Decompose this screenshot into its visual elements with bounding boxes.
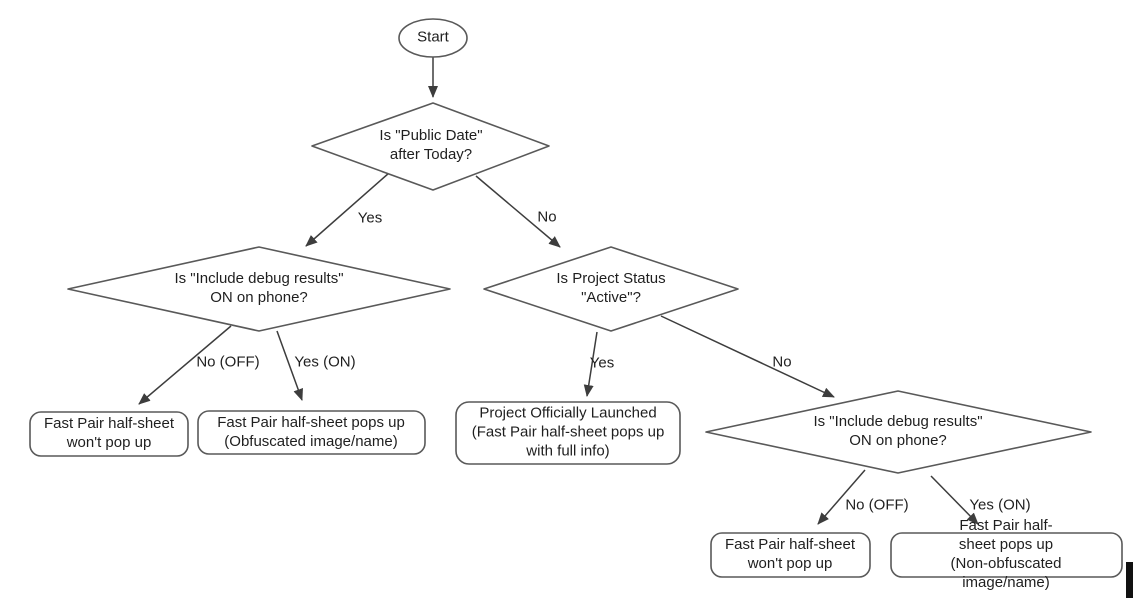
edge-debug-left-yes: [276, 330, 303, 401]
edge-debug-right-no: [817, 469, 866, 525]
outcome-wont-popup-right: [710, 532, 871, 578]
edge-public-date-yes: [305, 172, 390, 247]
edge-project-status-no: [660, 315, 835, 398]
outcome-obfuscated: [197, 410, 426, 455]
edge-debug-right-yes: [930, 475, 979, 525]
outcome-wont-popup-left: [29, 411, 189, 457]
outcome-non-obfuscated: [890, 532, 1123, 578]
edge-public-date-no: [475, 175, 561, 248]
start-node: [398, 18, 468, 58]
decision-debug-left: [67, 246, 451, 332]
decision-project-status: [483, 246, 739, 332]
decision-public-date: [311, 102, 550, 191]
edge-debug-left-no: [138, 325, 232, 405]
text-cursor-artifact: [1126, 562, 1133, 598]
decision-debug-right: [705, 390, 1092, 474]
outcome-launched: [455, 401, 681, 465]
edge-project-status-yes: [583, 331, 598, 397]
